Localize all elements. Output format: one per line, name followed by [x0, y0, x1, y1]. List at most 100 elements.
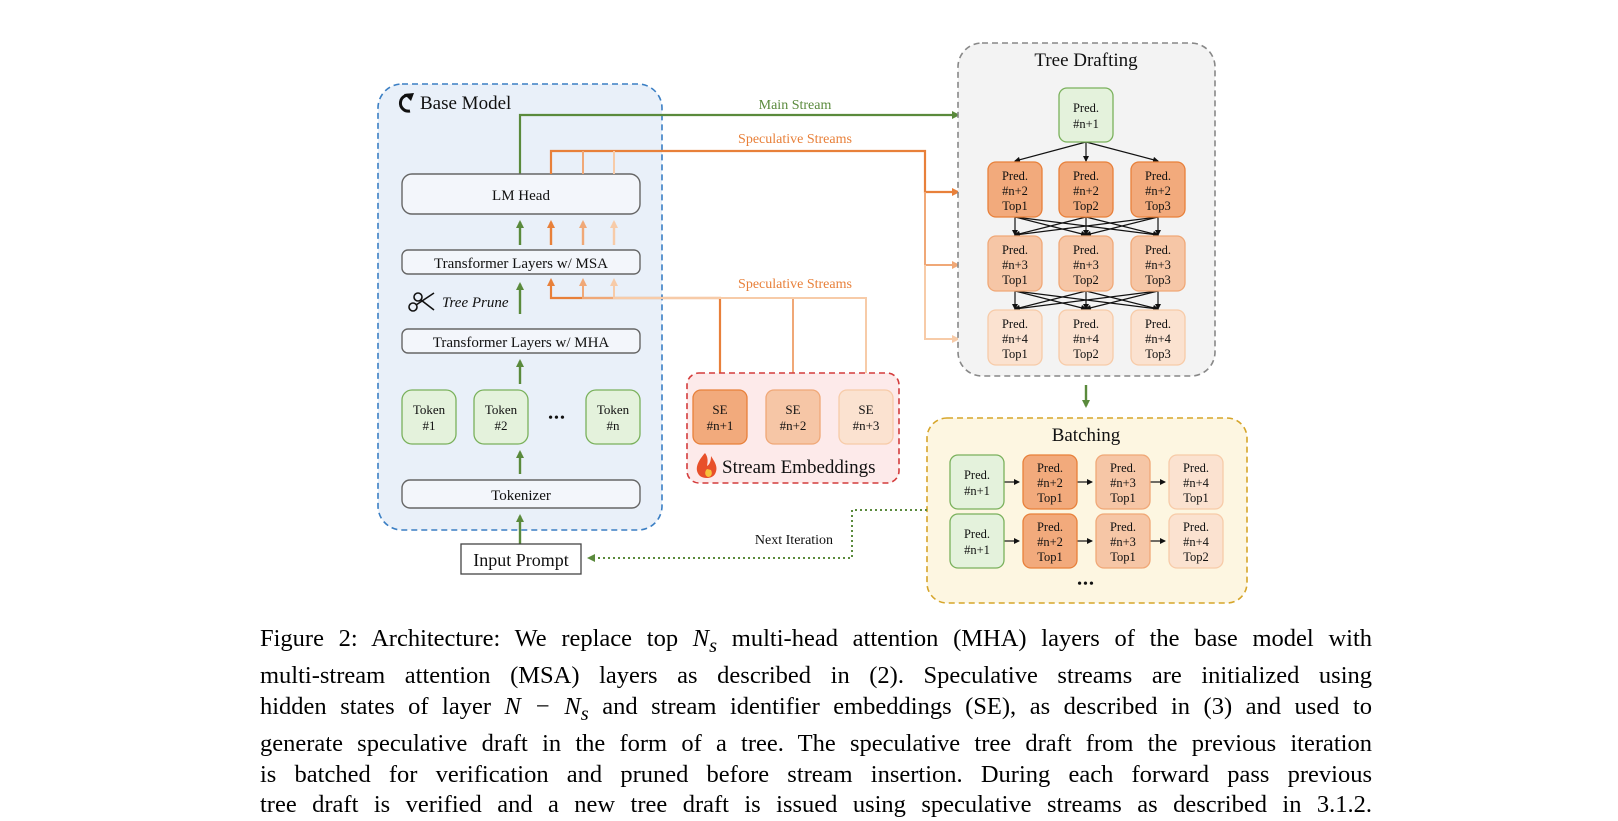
svg-text:#n+3: #n+3: [1110, 476, 1136, 490]
svg-text:Pred.: Pred.: [964, 527, 990, 541]
tree-edges: [1012, 141, 1161, 312]
svg-text:Top1: Top1: [1002, 347, 1028, 361]
svg-text:Top1: Top1: [1002, 199, 1028, 213]
svg-text:Top1: Top1: [1183, 491, 1209, 505]
refresh-icon: [398, 93, 414, 113]
token-box: Token #1: [401, 389, 457, 445]
tokenizer-box: Tokenizer: [401, 479, 641, 509]
svg-text:#n+3: #n+3: [853, 418, 880, 433]
architecture-diagram: Base Model LM Head Transformer Layers w/…: [377, 42, 1248, 604]
batch-node: Pred. #n+1: [949, 454, 1005, 510]
svg-text:Pred.: Pred.: [1073, 243, 1099, 257]
speculative-streams-label-top: Speculative Streams: [738, 132, 852, 147]
svg-text:Token: Token: [485, 402, 518, 417]
batch-node: Pred. #n+4 Top2: [1168, 513, 1224, 569]
input-prompt-box: Input Prompt: [460, 543, 582, 575]
lm-head-box: LM Head: [401, 173, 641, 215]
svg-text:Pred.: Pred.: [1145, 169, 1171, 183]
tree-node: Pred. #n+2 Top3: [1130, 161, 1186, 218]
tree-prune-label: Tree Prune: [442, 295, 509, 311]
svg-text:#n+4: #n+4: [1002, 332, 1029, 346]
svg-text:Token: Token: [413, 402, 446, 417]
se-box: SE #n+1: [692, 389, 748, 445]
svg-text:#n+4: #n+4: [1145, 332, 1172, 346]
flame-icon: [696, 453, 717, 479]
svg-text:Pred.: Pred.: [964, 468, 990, 482]
svg-text:Pred.: Pred.: [1002, 243, 1028, 257]
svg-text:Pred.: Pred.: [1145, 317, 1171, 331]
msa-layers-box: Transformer Layers w/ MSA: [401, 249, 641, 275]
svg-text:Pred.: Pred.: [1073, 317, 1099, 331]
batch-node: Pred. #n+3 Top1: [1095, 513, 1151, 569]
svg-text:#n+2: #n+2: [1145, 184, 1171, 198]
tree-node: Pred. #n+4 Top2: [1058, 309, 1114, 366]
base-model-title: Base Model: [420, 93, 511, 114]
svg-text:#n+2: #n+2: [1073, 184, 1099, 198]
svg-text:Pred.: Pred.: [1110, 461, 1136, 475]
mha-label: Transformer Layers w/ MHA: [433, 335, 610, 351]
svg-text:#n+1: #n+1: [964, 543, 990, 557]
tree-node: Pred. #n+3 Top2: [1058, 235, 1114, 292]
batching-title: Batching: [1052, 425, 1121, 446]
svg-text:Pred.: Pred.: [1002, 317, 1028, 331]
tree-node: Pred. #n+2 Top1: [987, 161, 1043, 218]
svg-text:Top2: Top2: [1073, 347, 1099, 361]
svg-text:Pred.: Pred.: [1037, 461, 1063, 475]
svg-text:Top1: Top1: [1037, 550, 1063, 564]
batch-arrows: [1004, 479, 1166, 544]
svg-text:Top1: Top1: [1110, 491, 1136, 505]
svg-text:Top2: Top2: [1073, 273, 1099, 287]
token-ellipsis: •••: [548, 411, 566, 426]
svg-text:#n: #n: [607, 418, 621, 433]
svg-text:Top3: Top3: [1145, 199, 1171, 213]
svg-text:Pred.: Pred.: [1002, 169, 1028, 183]
svg-text:#n+1: #n+1: [707, 418, 734, 433]
tree-drafting-title: Tree Drafting: [1034, 50, 1138, 71]
tree-node: Pred. #n+2 Top2: [1058, 161, 1114, 218]
tree-root-node: Pred. #n+1: [1058, 87, 1114, 143]
batching-ellipsis: •••: [1077, 577, 1095, 592]
batch-node: Pred. #n+2 Top1: [1022, 454, 1078, 510]
scissors-icon: [408, 292, 435, 312]
tree-node: Pred. #n+3 Top3: [1130, 235, 1186, 292]
svg-text:Pred.: Pred.: [1073, 169, 1099, 183]
batch-node: Pred. #n+2 Top1: [1022, 513, 1078, 569]
batch-node: Pred. #n+4 Top1: [1168, 454, 1224, 510]
svg-text:#n+1: #n+1: [964, 484, 990, 498]
stream-embeddings-panel: SE #n+1 SE #n+2 SE #n+3 Stream Embedding…: [686, 372, 900, 484]
main-stream-label: Main Stream: [759, 98, 832, 113]
svg-text:Pred.: Pred.: [1110, 520, 1136, 534]
base-model-panel: Base Model LM Head Transformer Layers w/…: [377, 83, 960, 531]
svg-text:#n+2: #n+2: [1037, 476, 1063, 490]
svg-text:SE: SE: [712, 402, 727, 417]
lm-head-label: LM Head: [492, 188, 550, 204]
svg-text:#n+4: #n+4: [1183, 535, 1210, 549]
msa-label: Transformer Layers w/ MSA: [434, 256, 608, 272]
svg-text:Token: Token: [597, 402, 630, 417]
svg-text:Top2: Top2: [1073, 199, 1099, 213]
svg-text:#n+3: #n+3: [1073, 258, 1099, 272]
se-box: SE #n+2: [765, 389, 821, 445]
batch-node: Pred. #n+1: [949, 513, 1005, 569]
svg-text:#n+3: #n+3: [1002, 258, 1028, 272]
svg-text:#n+3: #n+3: [1145, 258, 1171, 272]
next-iteration-label: Next Iteration: [755, 533, 833, 548]
svg-text:Top1: Top1: [1002, 273, 1028, 287]
svg-text:#n+1: #n+1: [1073, 117, 1099, 131]
speculative-streams-label-mid: Speculative Streams: [738, 277, 852, 292]
se-box: SE #n+3: [838, 389, 894, 445]
svg-text:#n+4: #n+4: [1183, 476, 1210, 490]
svg-text:Pred.: Pred.: [1145, 243, 1171, 257]
svg-text:Pred.: Pred.: [1037, 520, 1063, 534]
input-prompt-label: Input Prompt: [473, 550, 569, 570]
svg-text:Pred.: Pred.: [1073, 101, 1099, 115]
tokenizer-label: Tokenizer: [491, 488, 551, 504]
tree-node: Pred. #n+4 Top3: [1130, 309, 1186, 366]
svg-text:#n+2: #n+2: [1037, 535, 1063, 549]
svg-text:#n+2: #n+2: [780, 418, 807, 433]
tree-node: Pred. #n+3 Top1: [987, 235, 1043, 292]
svg-text:#n+3: #n+3: [1110, 535, 1136, 549]
svg-text:Top2: Top2: [1183, 550, 1209, 564]
svg-text:Top1: Top1: [1110, 550, 1136, 564]
svg-text:SE: SE: [858, 402, 873, 417]
